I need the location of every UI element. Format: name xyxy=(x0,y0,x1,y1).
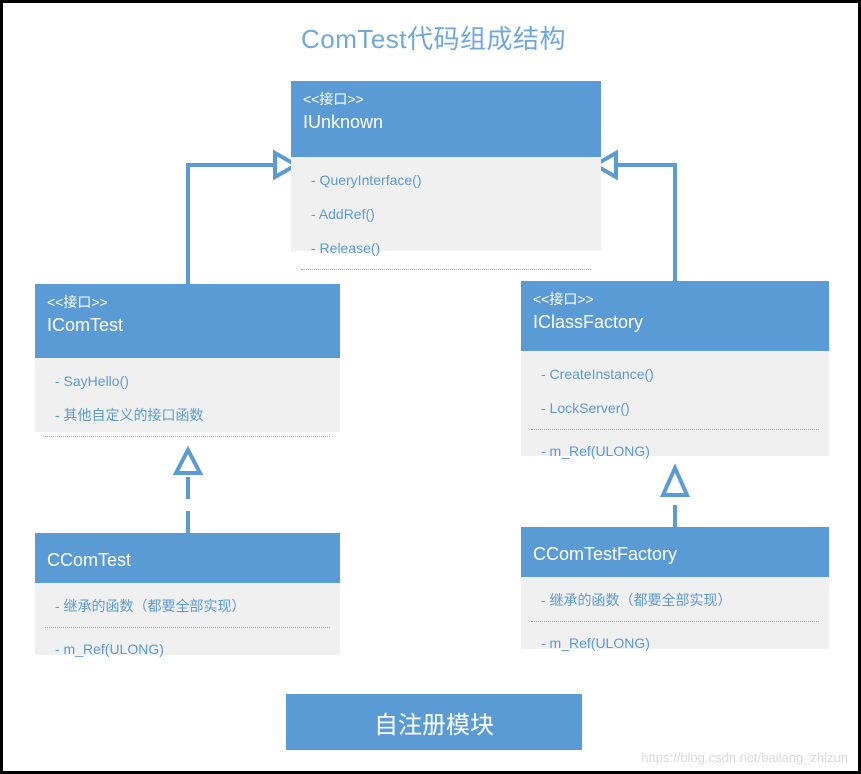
attribute-compartment: - m_Ref(ULONG) xyxy=(35,632,340,666)
method-compartment: - QueryInterface() - AddRef() - Release(… xyxy=(291,163,601,265)
class-member: - Release() xyxy=(311,240,381,256)
class-member: - 其他自定义的接口函数 xyxy=(55,407,204,423)
class-name: CComTest xyxy=(47,550,132,570)
class-stereotype: <<接口>> xyxy=(303,91,364,107)
class-stereotype: <<接口>> xyxy=(533,291,594,307)
class-member: - QueryInterface() xyxy=(311,172,422,188)
class-member: - LockServer() xyxy=(541,400,630,416)
method-compartment: - CreateInstance() - LockServer() xyxy=(521,357,829,425)
compartment-divider xyxy=(301,269,591,270)
watermark: https://blog.csdn.net/bailang_zhizun xyxy=(641,750,848,765)
connector-ccomtestfactory-to-iclassfactory xyxy=(659,463,691,527)
class-member: - m_Ref(ULONG) xyxy=(541,635,650,651)
method-compartment: - SayHello() - 其他自定义的接口函数 xyxy=(35,364,340,432)
class-header-ccomtest: CComTest xyxy=(35,533,340,583)
compartment-divider xyxy=(45,627,330,628)
page-title: ComTest代码组成结构 xyxy=(300,24,567,54)
class-member: - AddRef() xyxy=(311,206,375,222)
class-member: - SayHello() xyxy=(55,373,129,389)
class-body-iclassfactory: - CreateInstance() - LockServer() - m_Re… xyxy=(521,351,829,474)
class-box-iunknown[interactable]: <<接口>> IUnknown - QueryInterface() - Add… xyxy=(291,81,601,270)
class-member: - 继承的函数（都要全部实现） xyxy=(55,598,246,614)
method-compartment: - 继承的函数（都要全部实现） xyxy=(35,589,340,623)
method-compartment: - 继承的函数（都要全部实现） xyxy=(521,583,829,617)
class-box-iclassfactory[interactable]: <<接口>> IClassFactory - CreateInstance() … xyxy=(521,281,829,459)
class-member: - m_Ref(ULONG) xyxy=(541,443,650,459)
class-header-ccomtestfactory: CComTestFactory xyxy=(521,527,829,577)
attribute-compartment: - m_Ref(ULONG) xyxy=(521,626,829,660)
class-header-iunknown: <<接口>> IUnknown xyxy=(291,81,601,157)
class-stereotype: <<接口>> xyxy=(47,294,108,310)
compartment-divider xyxy=(531,429,819,430)
class-name: IClassFactory xyxy=(533,312,644,332)
attribute-compartment: - m_Ref(ULONG) xyxy=(521,434,829,468)
class-name: IUnknown xyxy=(303,112,384,132)
class-header-iclassfactory: <<接口>> IClassFactory xyxy=(521,281,829,351)
connector-icomtest-to-iunknown xyxy=(186,149,301,284)
class-body-iunknown: - QueryInterface() - AddRef() - Release(… xyxy=(291,157,601,280)
class-member: - m_Ref(ULONG) xyxy=(55,641,164,657)
class-header-icomtest: <<接口>> IComTest xyxy=(35,284,340,358)
compartment-divider xyxy=(45,436,330,437)
class-name: CComTestFactory xyxy=(533,544,678,564)
block-label: 自注册模块 xyxy=(374,711,494,739)
class-member: - CreateInstance() xyxy=(541,366,654,382)
class-body-ccomtest: - 继承的函数（都要全部实现） - m_Ref(ULONG) xyxy=(35,583,340,672)
class-box-icomtest[interactable]: <<接口>> IComTest - SayHello() - 其他自定义的接口函… xyxy=(35,284,340,437)
connector-ccomtest-to-icomtest xyxy=(172,445,204,533)
compartment-divider xyxy=(531,621,819,622)
class-member: - 继承的函数（都要全部实现） xyxy=(541,592,732,608)
class-body-ccomtestfactory: - 继承的函数（都要全部实现） - m_Ref(ULONG) xyxy=(521,577,829,666)
block-self-register[interactable]: 自注册模块 xyxy=(286,694,582,750)
class-box-ccomtest[interactable]: CComTest - 继承的函数（都要全部实现） - m_Ref(ULONG) xyxy=(35,533,340,657)
class-box-ccomtestfactory[interactable]: CComTestFactory - 继承的函数（都要全部实现） - m_Ref(… xyxy=(521,527,829,651)
class-body-icomtest: - SayHello() - 其他自定义的接口函数 xyxy=(35,358,340,447)
connector-iclassfactory-to-iunknown xyxy=(590,149,677,281)
class-name: IComTest xyxy=(47,315,124,335)
